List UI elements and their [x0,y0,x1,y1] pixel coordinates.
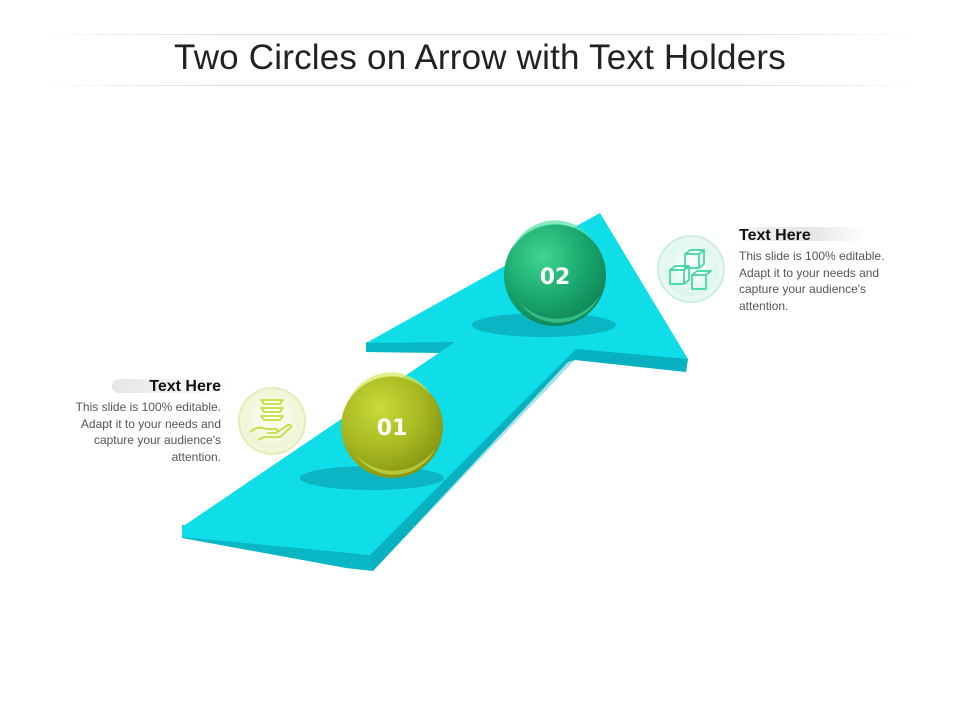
title-top-rule [40,34,920,35]
step-01-heading: Text Here [149,378,221,395]
step-01-text-holder: Text Here This slide is 100% editable. A… [61,378,221,465]
step-02-number: 02 [540,265,571,290]
step-01-body: This slide is 100% editable. Adapt it to… [75,400,221,464]
step-01-number: 01 [377,416,408,441]
title-bottom-rule [40,85,920,86]
step-02-circle: 02 [504,220,606,326]
page-title: Two Circles on Arrow with Text Holders [174,38,786,77]
step-01-heading-underlay [112,379,234,393]
step-02-body: This slide is 100% editable. Adapt it to… [739,249,885,313]
arrow-notch-side [366,342,455,353]
step-02-text-holder: Text Here This slide is 100% editable. A… [739,227,899,314]
step-01-circle: 01 [341,372,443,478]
step-02-heading-underlay [736,227,866,241]
hand-with-stack-icon [238,387,306,455]
step-02-heading: Text Here [739,227,811,244]
cubes-icon [657,235,725,303]
